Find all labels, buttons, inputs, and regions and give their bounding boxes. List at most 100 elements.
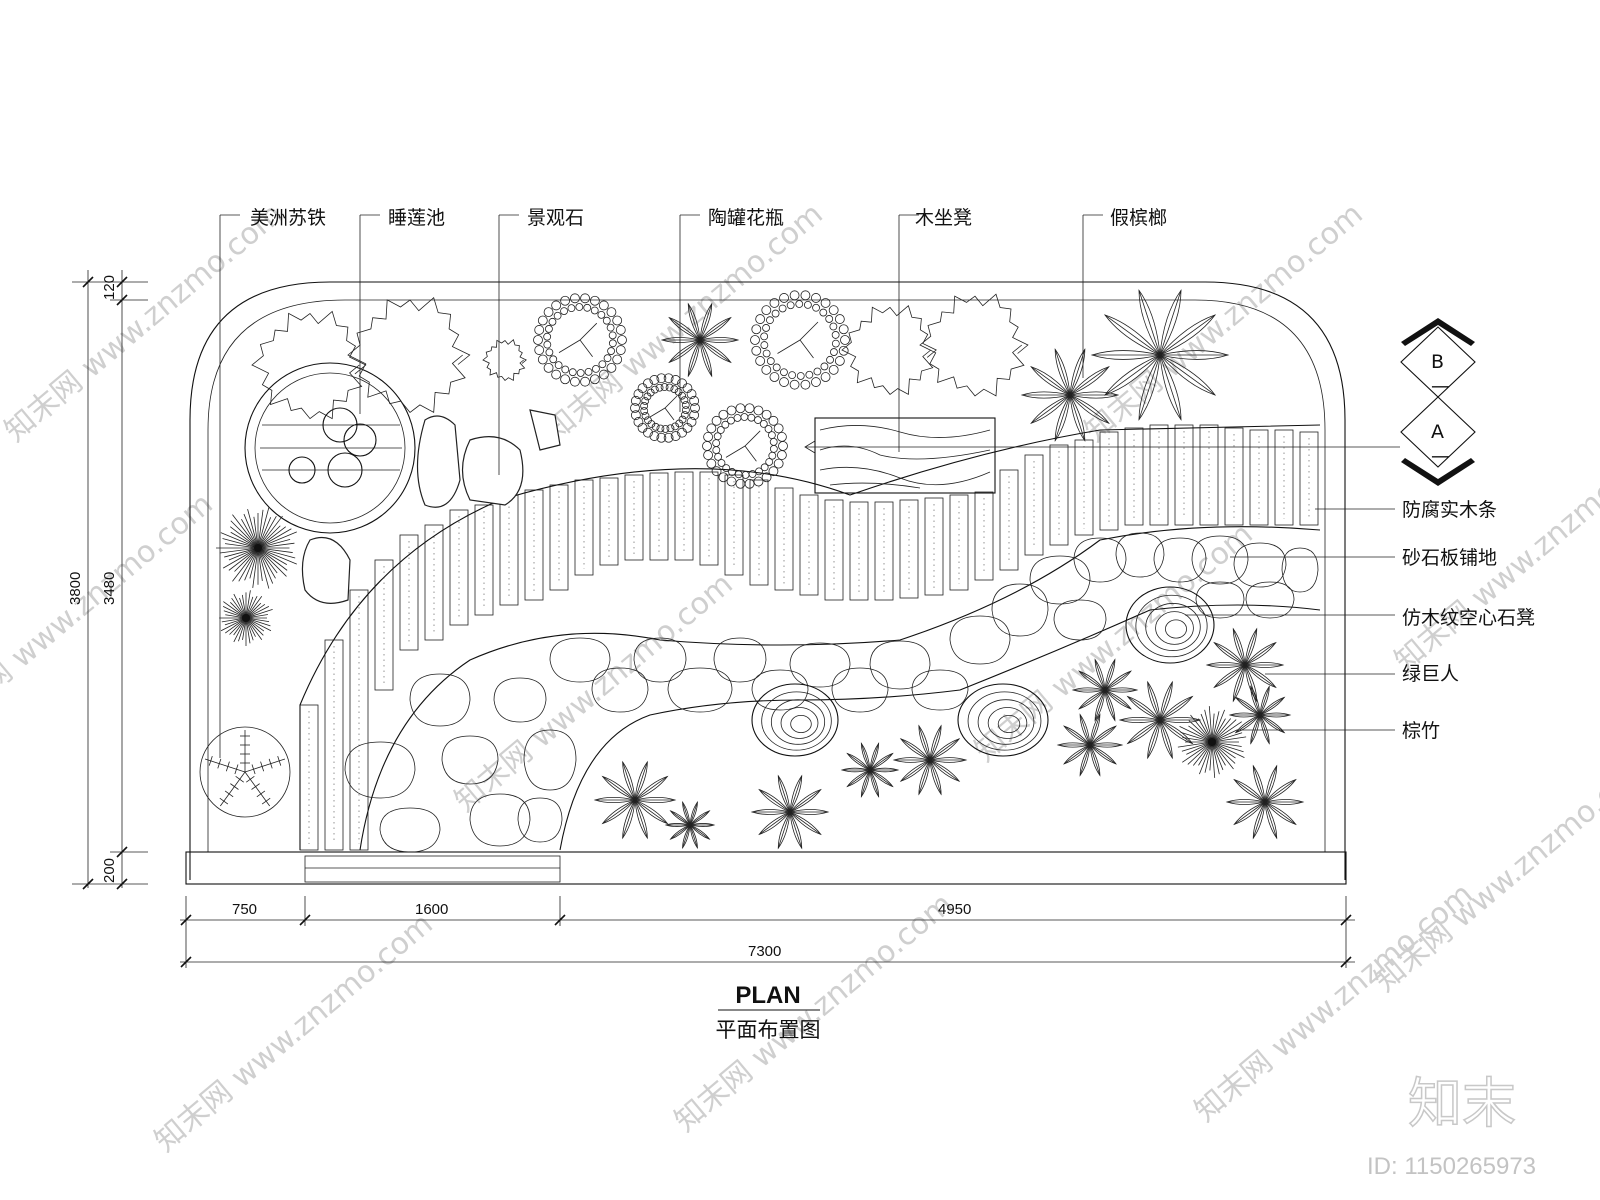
label-cycad: 美洲苏铁 [250,207,326,229]
philodendron-icon [1205,627,1285,703]
paving-stone [1073,537,1127,583]
paving-stone [869,640,931,690]
callouts-right: 防腐实木条 砂石板铺地 仿木纹空心石凳 绿巨人 棕竹 [1402,499,1535,742]
deck-strip [1024,454,1044,556]
deck-strip [1149,424,1169,526]
philodendron-icon [892,724,968,796]
deck-strip [374,559,394,691]
philodendron-icon [664,800,716,850]
section-marker-a-sub: — [1431,445,1450,467]
pottery-vase-icon [702,403,788,489]
paving-stone [1053,599,1107,641]
drawing-title: PLAN 平面布置图 [716,982,821,1042]
shrub-icon [841,304,937,395]
image-id: ID: 1150265973 [1367,1153,1536,1180]
deck-strip [1274,429,1294,526]
deck-strip [1224,427,1244,526]
paving-stone [469,793,531,847]
title-plan: PLAN [735,982,800,1009]
stone-stools [751,586,1215,757]
stone-stool [1125,586,1215,664]
shrub-icon [251,310,367,420]
pottery-vase-icon [533,293,627,387]
dim-7300: 7300 [748,943,781,960]
deck-strip [849,501,869,601]
deck-strip [1174,424,1194,526]
plants [199,289,1305,850]
philodendron-icon [1056,713,1124,777]
paving-stone [1191,535,1249,585]
paving-stone [633,637,687,683]
deck-strip [1049,444,1069,546]
paving-stone [1115,532,1165,578]
watermark-text: 知末网 www.znzmo.com [1368,746,1600,998]
deck-strip [674,471,694,561]
dim-1600: 1600 [415,901,448,918]
deck-strip [649,472,669,561]
deck-strip [899,499,919,599]
stone-paving [344,526,1321,853]
label-wood-bench: 木坐凳 [915,207,972,229]
vertical-dimensions: 3800 3480 120 200 [67,270,148,890]
paving-stone [1029,555,1091,605]
section-marker-b: B [1431,351,1444,373]
label-timber-strip: 防腐实木条 [1402,499,1497,521]
philodendron-icon [840,742,900,798]
deck-strip [1299,431,1319,526]
deck-strip [749,479,769,586]
dim-750: 750 [232,901,257,918]
title-sub: 平面布置图 [716,1018,821,1042]
paving-stone [591,667,649,713]
watermark-text: 知末网 www.znzmo.com [448,566,739,818]
paving-stone [911,669,969,711]
paving-stone [517,797,563,843]
shrub-icon [482,338,527,381]
garden-boundary [185,281,1347,885]
paving-stone [549,637,611,683]
dim-120: 120 [101,275,118,300]
label-stone-paving: 砂石板铺地 [1402,547,1497,569]
rhapis-icon [219,590,273,646]
fake-palm-icon [1020,348,1120,442]
pottery-vase-icon [630,373,700,443]
stone-stool [957,683,1049,757]
palm-icon [660,302,740,378]
label-lily-pond: 睡莲池 [388,207,445,229]
stone-stool [751,683,839,757]
label-landscape-stone: 景观石 [527,207,584,229]
dim-200: 200 [101,858,118,883]
deck-strip [1099,431,1119,531]
label-fake-palm: 假槟榔 [1110,207,1167,229]
deck-strip [449,509,469,626]
deck-strip [424,524,444,641]
philodendron-icon [1071,658,1139,722]
paving-stone [1195,581,1245,619]
watermark-text: 知末网 www.znzmo.com [148,906,439,1158]
philodendron-icon [1225,764,1305,840]
philodendron-icon [593,760,677,840]
paving-stone [751,669,809,711]
section-b-arrow-icon [1401,318,1475,346]
section-a-arrow-icon [1401,458,1475,486]
dim-4950: 4950 [938,901,971,918]
deck-strip [349,589,369,851]
philodendron-icon [750,774,830,850]
watermark-text: 知末网 www.znzmo.com [0,196,290,448]
paving-stone [1233,542,1287,588]
deck-strip [1074,439,1094,536]
deck-strip [924,497,944,596]
paving-stone [667,667,733,713]
paving-stone [523,729,577,791]
landscape-stones [301,409,561,604]
lily-pond [244,362,416,534]
paving-stone [441,735,499,785]
deck-strip [799,494,819,596]
paving-stone [344,741,416,799]
section-marker-a: A [1431,421,1444,443]
label-philodendron: 绿巨人 [1402,663,1459,685]
shrub-icon [347,296,471,413]
deck-strip [774,487,794,591]
paving-stone [493,677,547,723]
